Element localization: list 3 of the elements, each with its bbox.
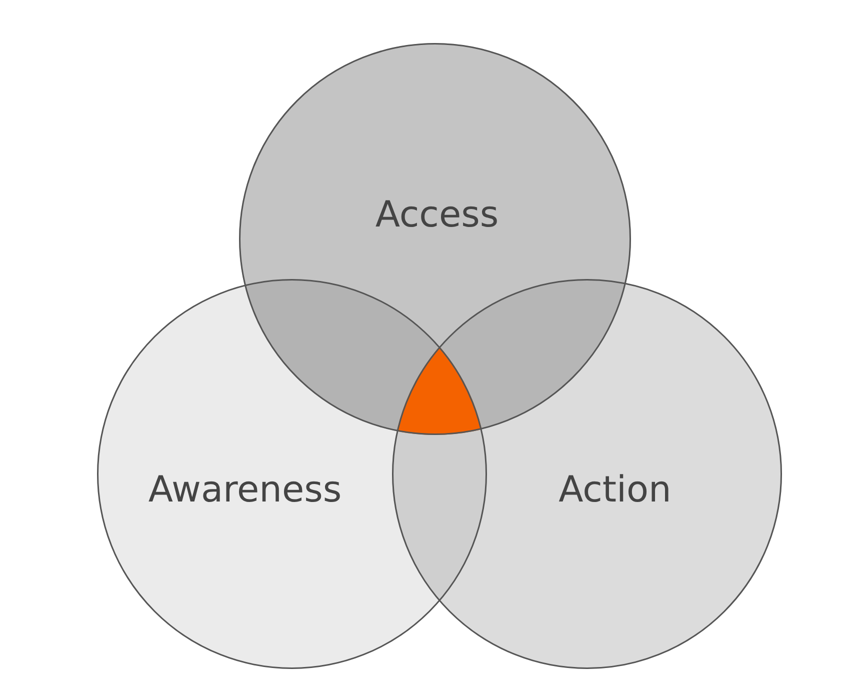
circle-label: Access <box>375 194 499 236</box>
circle-label: Awareness <box>148 470 342 510</box>
circle-label: Action <box>558 470 672 510</box>
